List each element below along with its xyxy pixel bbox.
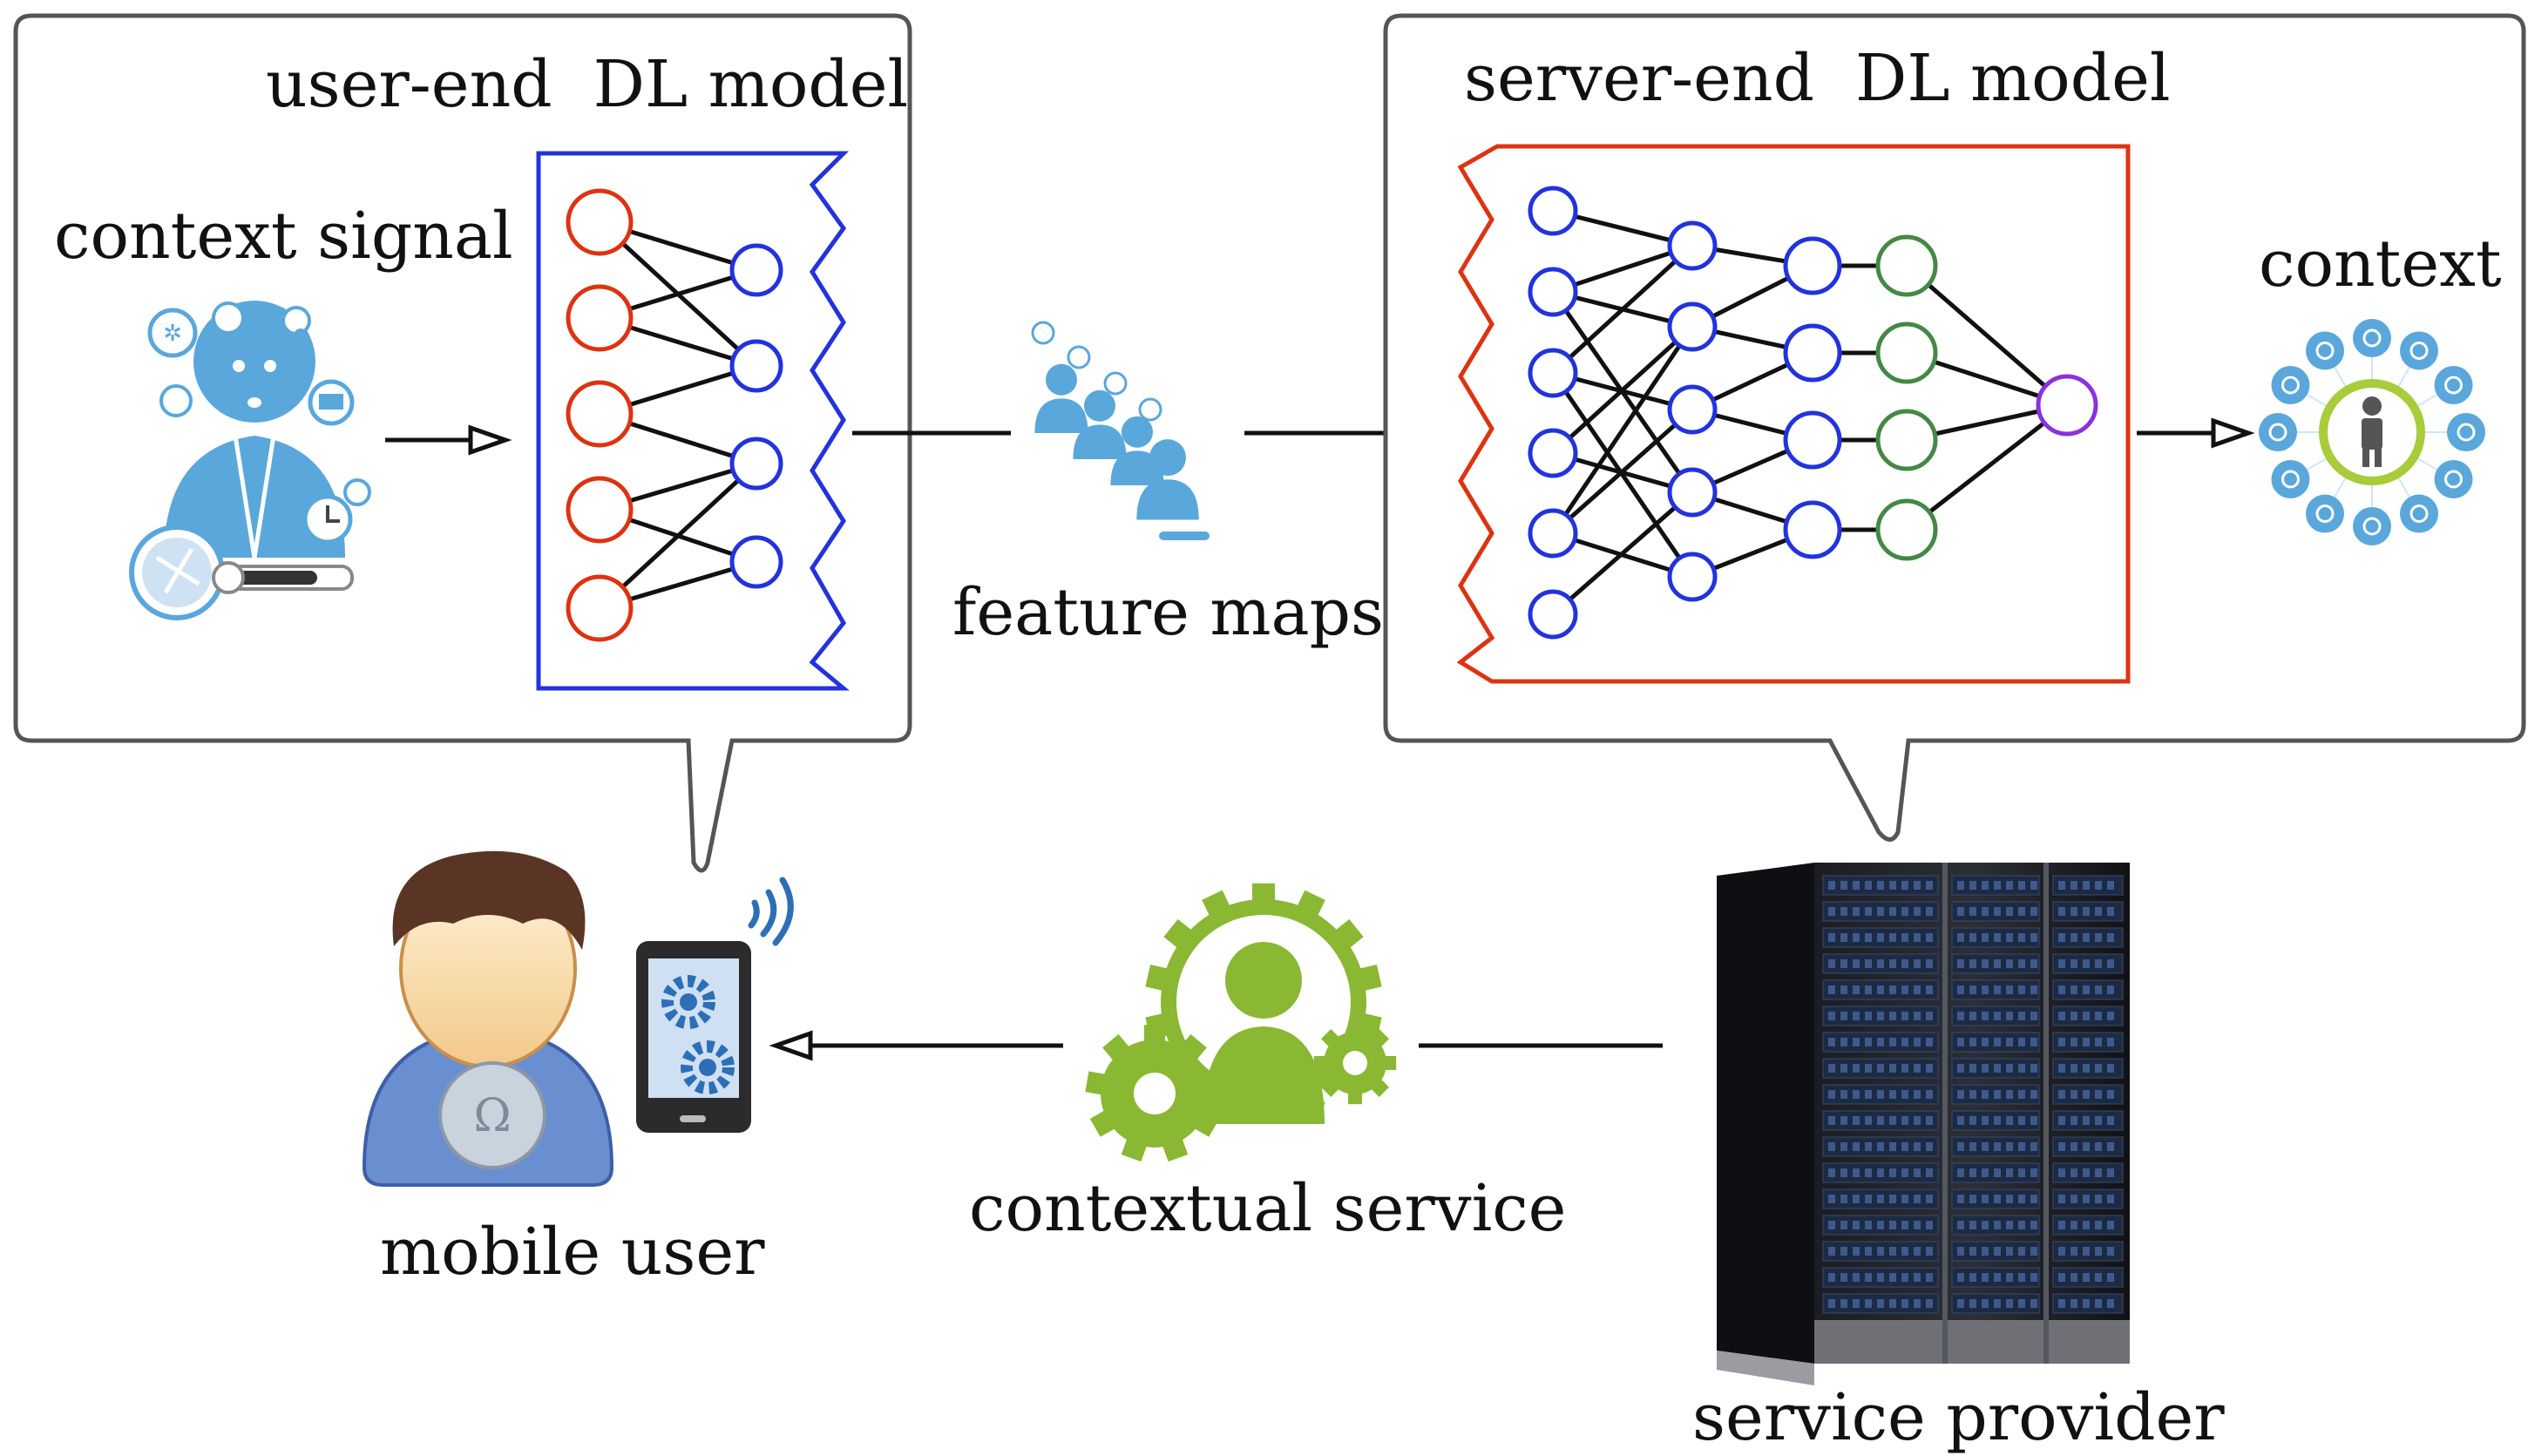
svg-text:✲: ✲ <box>163 321 182 347</box>
arrow-head <box>468 424 512 456</box>
network-node <box>1875 498 1938 561</box>
hub-dot <box>2434 366 2473 404</box>
output-node <box>2036 374 2098 437</box>
arrow-head <box>2211 417 2255 449</box>
context-signal-icon: ✲ <box>129 301 371 620</box>
hub-dot <box>2434 460 2473 498</box>
hub-dot <box>2400 331 2438 370</box>
user-model-frame <box>536 151 850 691</box>
feature-maps-icon <box>1031 321 1210 540</box>
mobile-user-icon: Ω <box>362 850 614 1187</box>
hub-dot <box>2353 507 2391 545</box>
context-signal-label: context signal <box>54 199 513 274</box>
network-node <box>1528 428 1578 478</box>
hub-dot <box>2271 366 2310 404</box>
server-model-title: server-end DL model <box>1464 41 2171 116</box>
server-rack-icon <box>1717 863 2130 1385</box>
wifi-icon <box>748 877 794 946</box>
network-node <box>1783 410 1842 470</box>
hub-dot <box>2271 460 2310 498</box>
hub-dot <box>2447 413 2485 451</box>
user-model-network <box>566 188 783 642</box>
network-node <box>729 437 783 491</box>
network-node <box>1783 500 1842 559</box>
network-node <box>1667 301 1718 352</box>
network-node <box>729 243 783 297</box>
user-model-title: user-end DL model <box>266 47 908 122</box>
network-node <box>1528 508 1578 559</box>
network-node <box>1528 186 1578 236</box>
hub-dot <box>2400 494 2438 533</box>
gear-icon <box>1085 1025 1224 1162</box>
feature-maps-label: feature maps <box>952 575 1384 650</box>
network-node <box>566 380 634 448</box>
hub-dot <box>2259 413 2297 451</box>
network-node <box>566 574 634 642</box>
network-node <box>1528 267 1578 317</box>
network-node <box>1667 220 1718 271</box>
service-provider-label: service provider <box>1692 1380 2225 1455</box>
network-node <box>1783 323 1842 383</box>
network-node <box>729 339 783 393</box>
network-node <box>1875 234 1938 297</box>
arrow-head <box>769 1030 813 1061</box>
network-node <box>1783 236 1842 295</box>
network-node <box>1528 589 1578 640</box>
network-node <box>1667 552 1718 602</box>
gear-icon <box>1313 1021 1397 1105</box>
hub-dot <box>2306 331 2344 370</box>
hub-dot <box>2353 319 2391 357</box>
network-node <box>1528 348 1578 398</box>
network-node <box>1667 467 1718 518</box>
user-callout-box <box>13 13 912 873</box>
network-node <box>1875 409 1938 471</box>
server-model-network <box>1528 186 2098 640</box>
svg-text:Ω: Ω <box>473 1090 511 1142</box>
network-node <box>566 284 634 352</box>
mobile-user-label: mobile user <box>380 1215 765 1290</box>
network-node <box>729 535 783 589</box>
context-hub-icon <box>2259 319 2485 545</box>
network-node <box>1667 384 1718 435</box>
gears-person-icon <box>1085 883 1397 1162</box>
smartphone-icon <box>636 941 751 1133</box>
contextual-service-label: contextual service <box>969 1171 1566 1246</box>
hub-dot <box>2306 494 2344 533</box>
network-node <box>566 476 634 544</box>
server-model-frame <box>1456 144 2131 684</box>
network-node <box>1875 322 1938 384</box>
context-label: context <box>2259 227 2502 301</box>
network-node <box>566 188 634 256</box>
